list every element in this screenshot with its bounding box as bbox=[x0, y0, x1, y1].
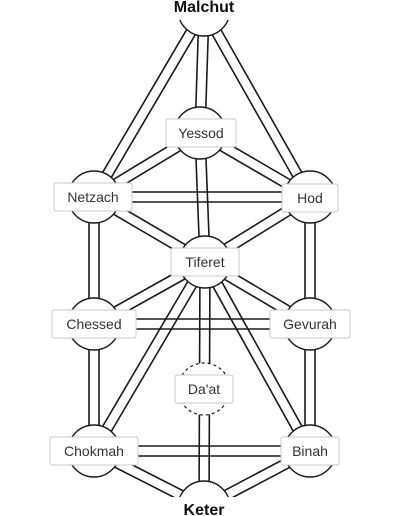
sephira-label: Yessod bbox=[178, 125, 223, 141]
sephira-gevurah: Gevurah bbox=[269, 297, 351, 351]
sephira-label: Chessed bbox=[66, 316, 121, 332]
sephira-label: Chokmah bbox=[64, 443, 124, 459]
path-rail bbox=[97, 264, 211, 454]
path-rail bbox=[199, 264, 307, 454]
sephira-chessed: Chessed bbox=[51, 297, 137, 351]
path-rail bbox=[89, 7, 201, 195]
path-chokmah-tiferet bbox=[88, 259, 211, 454]
path-rail bbox=[207, 7, 316, 195]
path-rail bbox=[97, 12, 209, 200]
path-rail bbox=[198, 12, 307, 200]
sephira-label-box bbox=[170, 247, 240, 277]
sephira-yessod: Yessod bbox=[165, 106, 237, 160]
sephira-label: Netzach bbox=[67, 189, 118, 205]
sephira-label: Keter bbox=[184, 502, 225, 516]
sephira-hod: Hod bbox=[281, 170, 339, 224]
sephira-chokmah: Chokmah bbox=[49, 424, 139, 478]
sephira-label: Binah bbox=[292, 443, 328, 459]
path-malchut-hod bbox=[198, 7, 316, 200]
path-rail bbox=[208, 259, 316, 449]
path-binah-tiferet bbox=[199, 259, 316, 454]
sephira-daat: Da'at bbox=[174, 362, 234, 416]
sephira-label-box bbox=[172, 497, 236, 516]
sephira-label-box bbox=[166, 0, 242, 20]
sephira-label-box bbox=[174, 374, 234, 404]
sephira-label-box bbox=[49, 436, 139, 466]
sephira-label-box bbox=[269, 309, 351, 339]
sephira-label: Tiferet bbox=[185, 254, 224, 270]
sephira-malchut: Malchut bbox=[166, 0, 242, 37]
sephira-tiferet: Tiferet bbox=[170, 235, 240, 289]
sephira-label: Gevurah bbox=[283, 316, 337, 332]
sephira-label-box bbox=[53, 182, 133, 212]
sephira-label-box bbox=[280, 436, 340, 466]
path-malchut-netzach bbox=[89, 7, 209, 200]
sephira-label-box bbox=[51, 309, 137, 339]
sephira-netzach: Netzach bbox=[53, 170, 133, 224]
sephira-label-box bbox=[281, 183, 339, 213]
sephira-binah: Binah bbox=[280, 424, 340, 478]
path-rail bbox=[88, 259, 202, 449]
sephira-label: Malchut bbox=[174, 0, 235, 16]
sephira-keter: Keter bbox=[172, 480, 236, 516]
sephira-label: Hod bbox=[297, 190, 323, 206]
sephira-label: Da'at bbox=[188, 381, 220, 397]
sephira-label-box bbox=[165, 118, 237, 148]
